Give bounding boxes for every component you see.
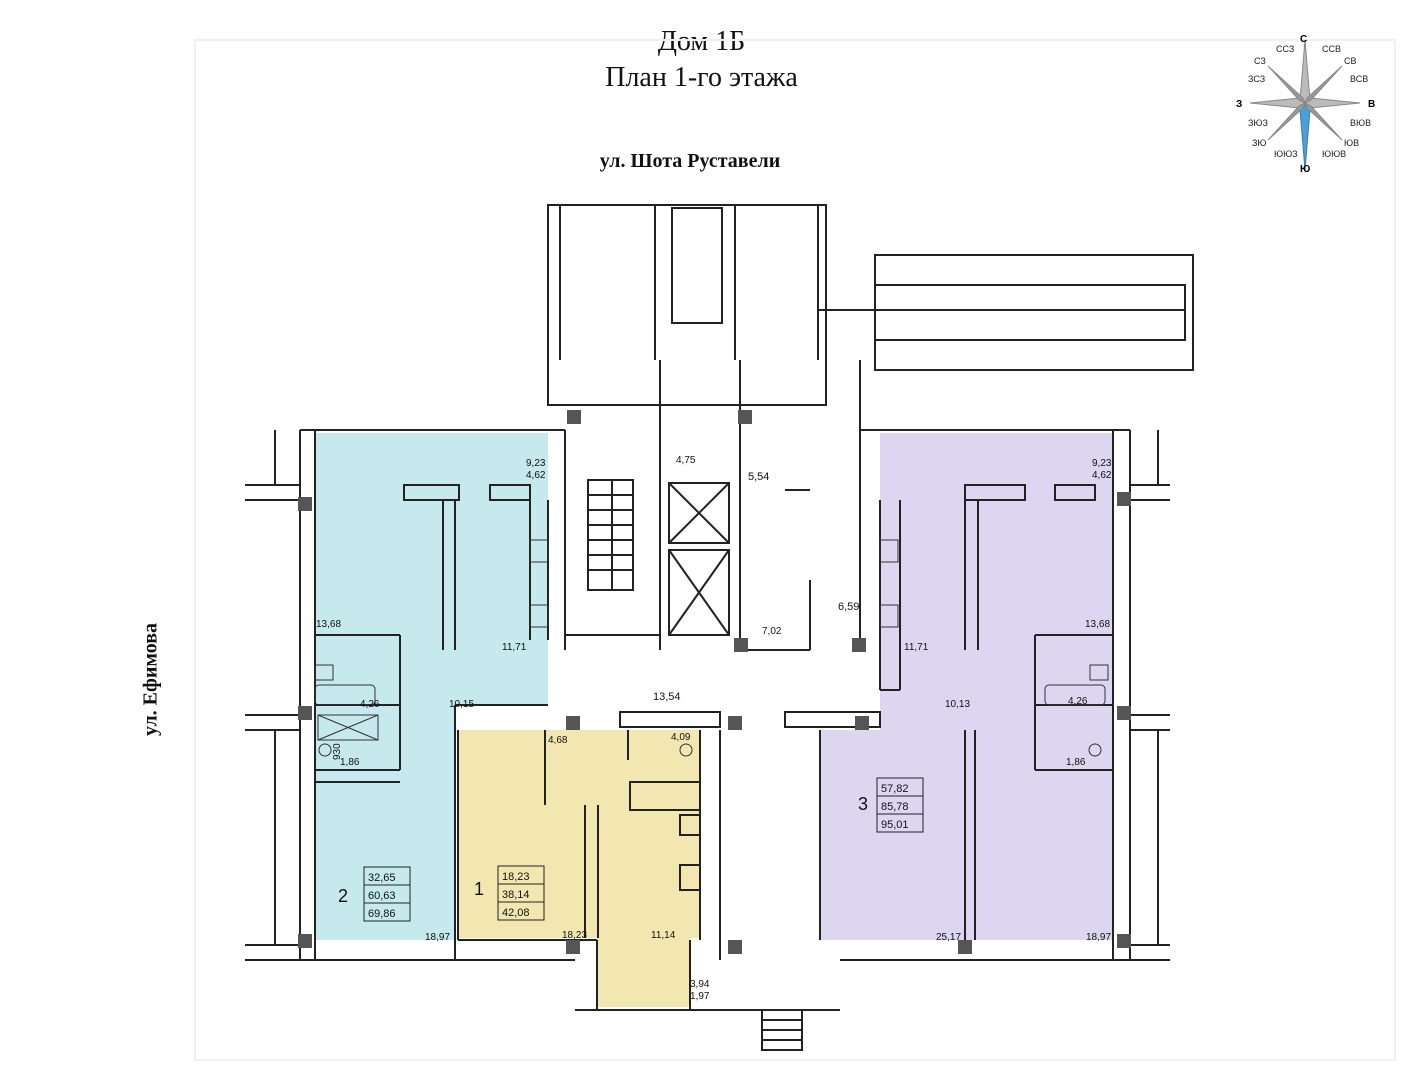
compass-se: ЮВ bbox=[1344, 138, 1359, 148]
walls bbox=[245, 204, 1194, 1051]
full-area: 95,01 bbox=[881, 819, 909, 831]
full-area: 42,08 bbox=[502, 907, 530, 919]
room-area: 11,71 bbox=[502, 642, 527, 653]
compass-wsw: ЗЮЗ bbox=[1248, 118, 1268, 128]
room-area: 18,23 bbox=[562, 930, 587, 941]
room-area: 4,26 bbox=[1068, 696, 1088, 707]
apartment-2-summary: 2 32,65 60,63 69,86 bbox=[338, 866, 411, 922]
room-area: 18,97 bbox=[425, 932, 450, 943]
room-area: 10,15 bbox=[449, 699, 474, 710]
room-area: 25,17 bbox=[936, 932, 961, 943]
room-area: 13,68 bbox=[1085, 619, 1110, 630]
columns bbox=[298, 410, 1131, 954]
room-area: 13,68 bbox=[316, 619, 341, 630]
full-area: 69,86 bbox=[368, 908, 396, 920]
apartment-1-area bbox=[458, 730, 700, 1007]
room-area: 3,94 bbox=[690, 979, 710, 990]
compass-e: В bbox=[1368, 99, 1375, 110]
compass-ne: СВ bbox=[1344, 56, 1357, 66]
living-area: 32,65 bbox=[368, 872, 396, 884]
apartment-3-summary: 3 57,82 85,78 95,01 bbox=[858, 777, 924, 833]
room-area: 13,54 bbox=[653, 691, 681, 703]
room-area: 1,86 bbox=[1066, 757, 1086, 768]
compass-sw: ЗЮ bbox=[1252, 138, 1267, 148]
total-area: 60,63 bbox=[368, 890, 396, 902]
compass-nw: СЗ bbox=[1254, 56, 1266, 66]
room-area: 1,97 bbox=[690, 991, 710, 1002]
room-area: 4,75 bbox=[676, 455, 696, 466]
living-area: 57,82 bbox=[881, 783, 909, 795]
room-area: 930 bbox=[332, 743, 343, 760]
room-area: 4,68 bbox=[548, 735, 568, 746]
room-area: 4,62 bbox=[526, 470, 546, 481]
room-area: 4,62 bbox=[1092, 470, 1112, 481]
room-area: 7,02 bbox=[762, 626, 782, 637]
apartment-number: 1 bbox=[474, 879, 484, 899]
total-area: 38,14 bbox=[502, 889, 530, 901]
compass-w: З bbox=[1236, 99, 1242, 110]
compass-sse: ССВ bbox=[1322, 44, 1341, 54]
room-area: 9,23 bbox=[1092, 458, 1112, 469]
compass-icon: С Ю З В ССЗ ССВ СЗ СВ ЗСЗ ВСВ ЗЮЗ ВЮВ ЗЮ… bbox=[1236, 34, 1375, 175]
street-label-top: ул. Шота Руставели bbox=[599, 150, 781, 172]
compass-ene: ВСВ bbox=[1350, 74, 1368, 84]
compass-ssw2: ЮЮЗ bbox=[1274, 149, 1298, 159]
compass-s: Ю bbox=[1300, 164, 1310, 175]
compass-ese: ВЮВ bbox=[1350, 118, 1371, 128]
compass-n: С bbox=[1300, 34, 1307, 45]
room-area: 11,14 bbox=[651, 930, 676, 941]
room-area: 9,23 bbox=[526, 458, 546, 469]
apartment-number: 2 bbox=[338, 886, 348, 906]
apartment-3-area bbox=[820, 433, 1113, 940]
total-area: 85,78 bbox=[881, 801, 909, 813]
house-title: Дом 1Б bbox=[657, 26, 746, 57]
fixtures bbox=[314, 539, 1109, 757]
compass-wnw: ЗСЗ bbox=[1248, 74, 1265, 84]
room-area: 1,86 bbox=[340, 757, 360, 768]
apartment-number: 3 bbox=[858, 794, 868, 814]
apartment-fills bbox=[315, 433, 1113, 1007]
living-area: 18,23 bbox=[502, 871, 530, 883]
room-area: 6,59 bbox=[838, 601, 859, 613]
apartment-1-summary: 1 18,23 38,14 42,08 bbox=[474, 865, 545, 921]
floor-plan-title: План 1-го этажа bbox=[605, 62, 798, 93]
compass-sse2: ЮЮВ bbox=[1322, 149, 1346, 159]
apartment-2-area bbox=[315, 433, 548, 940]
room-labels: 9,23 4,62 13,68 11,71 4,26 10,15 930 1,8… bbox=[316, 455, 1112, 1002]
room-area: 11,71 bbox=[904, 642, 929, 653]
room-area: 5,54 bbox=[748, 471, 769, 483]
room-area: 10,13 bbox=[945, 699, 970, 710]
room-area: 18,97 bbox=[1086, 932, 1111, 943]
room-area: 4,26 bbox=[360, 699, 380, 710]
room-area: 4,09 bbox=[671, 732, 691, 743]
compass-ssw: ССЗ bbox=[1276, 44, 1294, 54]
